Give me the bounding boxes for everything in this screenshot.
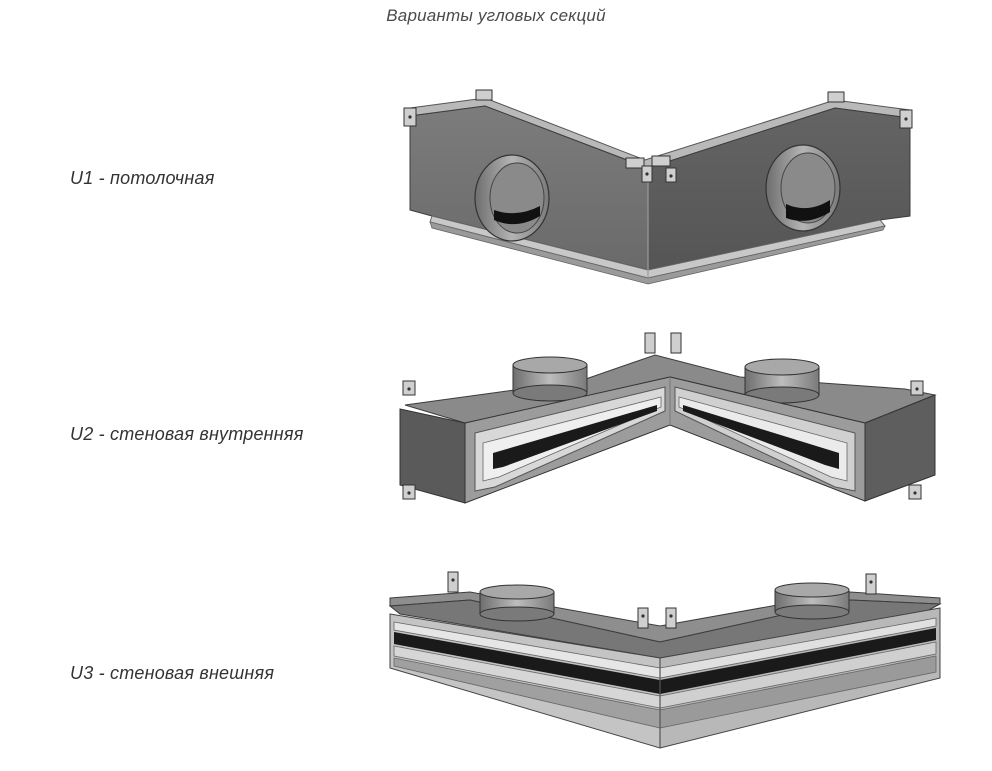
corner-section-u3-render (388, 571, 942, 749)
corner-section-u2-render (399, 332, 937, 504)
variant-label-u2: U2 - стеновая внутренняя (70, 424, 304, 444)
variant-label-u1: U1 - потолочная (70, 168, 215, 188)
corner-section-u1-render (403, 89, 913, 285)
variant-label-u3: U3 - стеновая внешняя (70, 663, 275, 683)
page-title: Варианты угловых секций (386, 6, 606, 25)
